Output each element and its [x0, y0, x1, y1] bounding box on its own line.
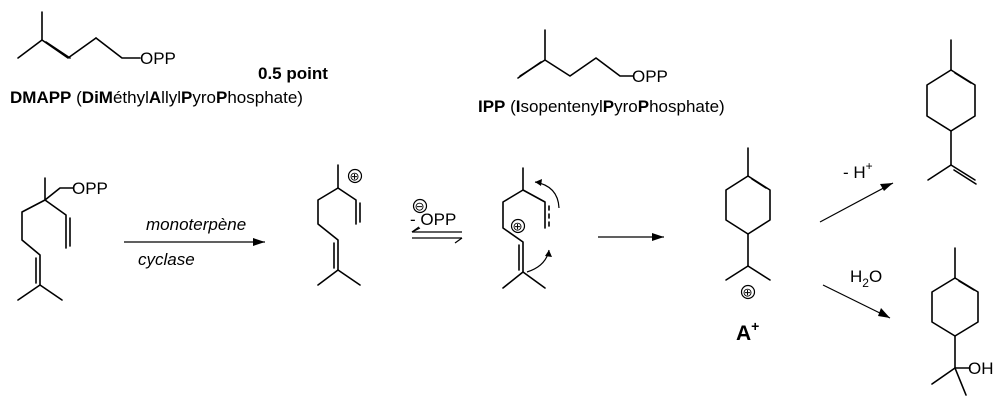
ipp-part: I: [516, 97, 521, 116]
linalyl-pp-structure: OPP: [17, 177, 108, 301]
dmapp-part: M: [99, 88, 113, 107]
enzyme-label-top: monoterpène: [146, 215, 246, 234]
dmapp-structure: OPP: [17, 11, 176, 68]
delocalized-cation-structure: ⊕: [502, 167, 560, 289]
ipp-part: IPP: [478, 97, 505, 116]
ipp-part: P: [603, 97, 614, 116]
ipp-structure: OPP: [517, 29, 668, 86]
terpineol-structure: OH: [931, 247, 994, 396]
dmapp-part: DMAPP: [10, 88, 71, 107]
terpinyl-cation-charge: ⊕: [743, 286, 753, 300]
dmapp-part: (: [71, 88, 82, 107]
linalyl-opp-label: OPP: [72, 179, 108, 198]
ipp-part: (: [505, 97, 516, 116]
dmapp-part: P: [181, 88, 192, 107]
points-note: 0.5 point: [258, 64, 328, 83]
allylic-cation-charge: ⊕: [350, 170, 360, 184]
dmapp-part: llyl: [161, 88, 181, 107]
ionization-anion-charge: ⊖: [415, 200, 425, 214]
ipp-part: sopentenyl: [521, 97, 603, 116]
ipp-opp-label: OPP: [632, 67, 668, 86]
limonene-structure: [926, 39, 977, 185]
hydration-arrow: H2O: [822, 267, 891, 319]
dmapp-part: hosphate): [227, 88, 303, 107]
ipp-part: P: [638, 97, 649, 116]
cyclization-arrow: [598, 233, 664, 241]
terpinyl-cation-label: A+: [736, 318, 759, 345]
enzyme-label-bottom: cyclase: [138, 250, 195, 269]
ionization-equilibrium-arrows: ⊖ - OPP: [410, 198, 463, 244]
terpineol-oh-label: OH: [968, 359, 994, 378]
elimination-arrow: - H+: [819, 159, 894, 223]
dmapp-part: éthyl: [113, 88, 149, 107]
dmapp-part: Di: [82, 88, 99, 107]
ipp-caption: IPP (IsopentenylPyroPhosphate): [478, 97, 725, 116]
dmapp-caption: DMAPP (DiMéthylAllylPyroPhosphate): [10, 88, 303, 107]
ipp-part: hosphate): [649, 97, 725, 116]
enzyme-arrow: monoterpène cyclase: [124, 215, 265, 269]
ion-pair-charge: ⊕: [513, 220, 523, 234]
dmapp-part: yro: [192, 88, 216, 107]
dmapp-opp-label: OPP: [140, 49, 176, 68]
ionization-label: - OPP: [410, 210, 456, 229]
ipp-part: yro: [614, 97, 638, 116]
dmapp-part: P: [216, 88, 227, 107]
elimination-label: - H+: [843, 159, 873, 182]
dmapp-part: A: [149, 88, 161, 107]
hydration-label: H2O: [850, 267, 882, 290]
terpinyl-cation-structure: ⊕ A+: [725, 147, 771, 345]
allylic-cation-structure: ⊕: [317, 164, 363, 286]
